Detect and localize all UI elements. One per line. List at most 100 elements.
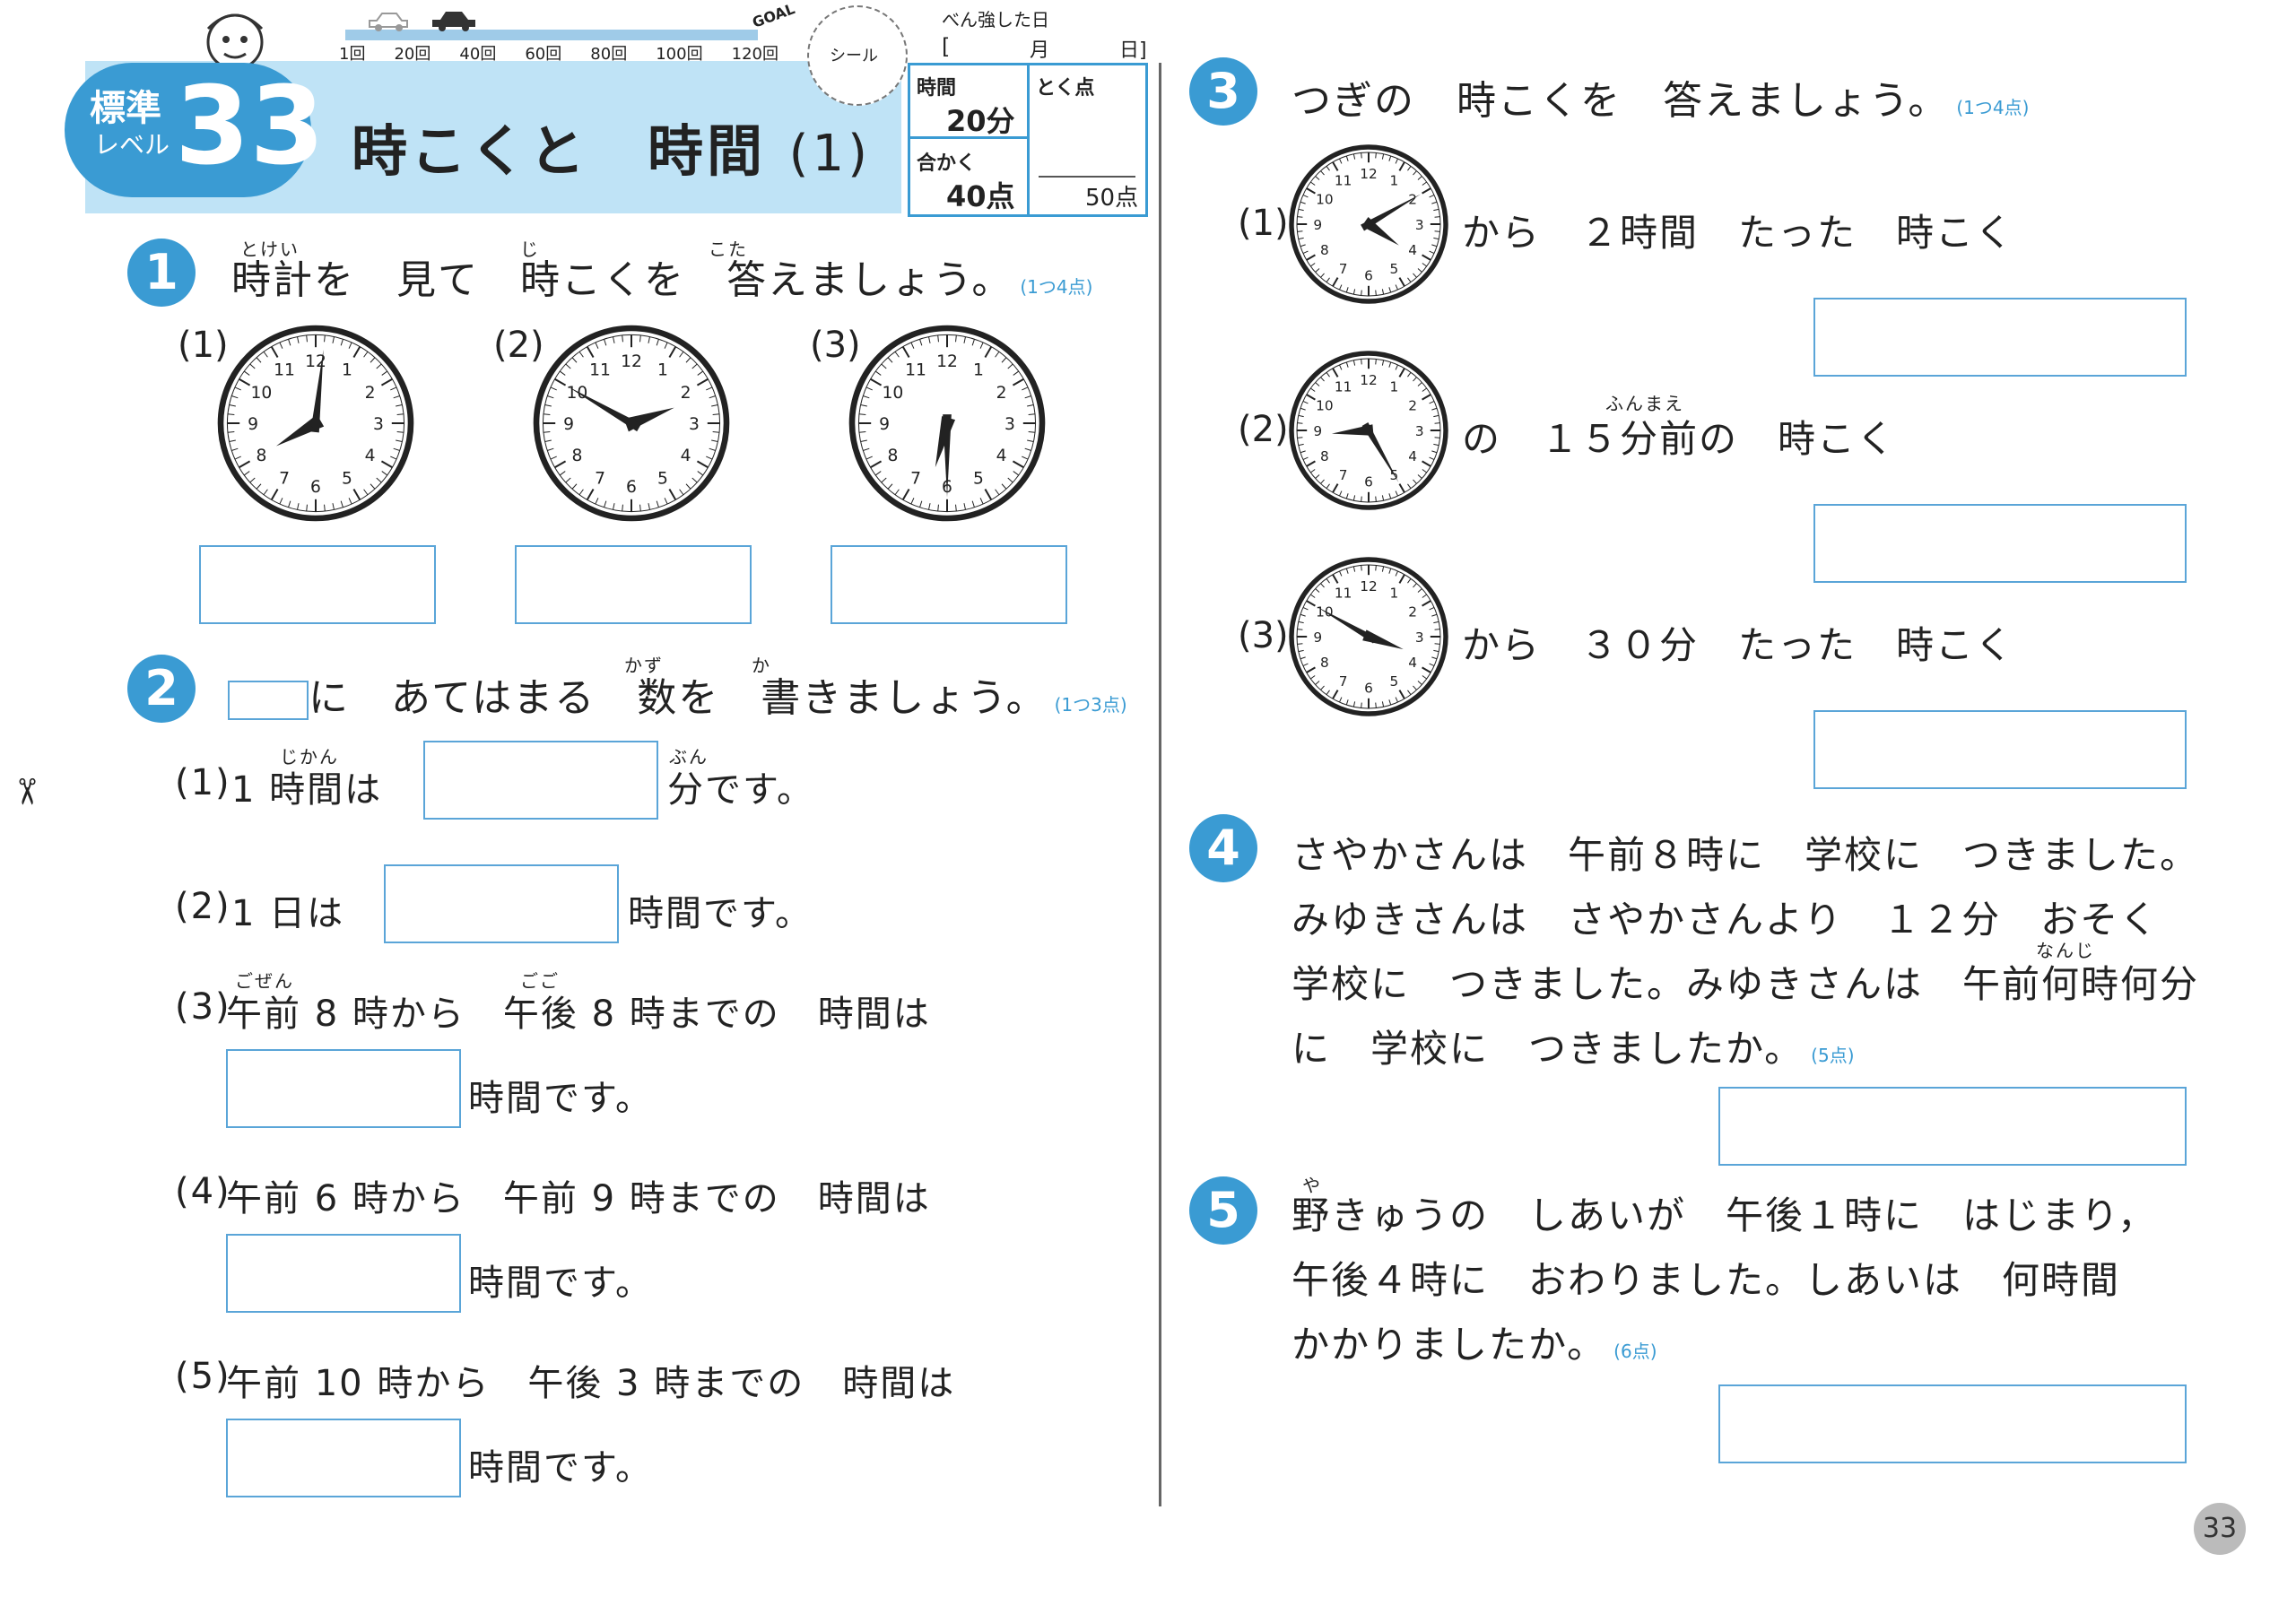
question-line: さやかさんは 午前８時に 学校に つきました。 [1292, 833, 2200, 877]
clock-tick [1361, 565, 1362, 571]
question-line: 学校に つきました。みゆきさんは 午前何時何分 [1292, 962, 2200, 1006]
progress-label: 40回 [459, 45, 497, 64]
clock-tick [1417, 588, 1422, 593]
clock-tick [1320, 685, 1325, 690]
level-badge-top: 標準 [90, 88, 161, 129]
clock-tick [571, 483, 578, 490]
clock-tick [1417, 268, 1422, 273]
clock-tick [1332, 368, 1339, 378]
minute-hand [567, 386, 642, 432]
clock-tick [1001, 357, 1007, 363]
answer-box[interactable] [1813, 298, 2187, 377]
clock-tick [863, 447, 870, 451]
clock-tick [1013, 370, 1020, 376]
clock-tick [1422, 394, 1431, 401]
clock-tick [1315, 681, 1320, 685]
clock-tick [613, 336, 615, 343]
answer-box[interactable] [384, 864, 619, 943]
clock-tick [1375, 565, 1377, 571]
clock-tick [1434, 422, 1440, 424]
item-label: (4) [175, 1171, 231, 1212]
answer-box[interactable] [1813, 504, 2187, 583]
answer-box[interactable] [831, 545, 1067, 624]
answer-box[interactable] [226, 1049, 461, 1128]
clock-label: (1) [178, 325, 229, 366]
clock-numeral: 4 [1408, 655, 1417, 671]
clock-tick [1417, 681, 1422, 685]
score-label: とく点 [1036, 77, 1095, 100]
answer-box[interactable] [226, 1234, 461, 1313]
points: (1つ4点) [1020, 276, 1093, 298]
level-badge [65, 63, 311, 197]
clock-tick [622, 334, 623, 343]
clock-tick [656, 339, 659, 346]
clock-tick [1022, 456, 1029, 460]
item-text: から ３０分 たった 時こく [1462, 623, 2015, 667]
answer-box[interactable] [515, 545, 752, 624]
clock-tick [937, 504, 939, 512]
clock-tick [1395, 570, 1398, 577]
item-text: 午前 10 時から 午後 3 時までの 時間は [226, 1363, 956, 1404]
furigana: なんじ [2036, 940, 2095, 961]
item-label: (5) [175, 1356, 231, 1397]
clock-numeral: 2 [1408, 191, 1417, 207]
clock-tick [1375, 496, 1377, 502]
answer-box[interactable] [1813, 710, 2187, 789]
progress-label: 120回 [731, 45, 778, 64]
clock-tick [613, 503, 615, 510]
clock-numeral: 5 [1390, 673, 1399, 690]
clock-tick [691, 477, 698, 483]
clock-tick [971, 500, 975, 508]
clock-tick [1395, 697, 1398, 703]
clock-tick [1302, 663, 1309, 666]
clock-tick [656, 500, 659, 508]
clock-tick [1320, 377, 1325, 382]
clock-tick [1398, 161, 1405, 171]
answer-box[interactable] [199, 545, 436, 624]
clock-tick [1345, 287, 1349, 293]
clock-numeral: 10 [1316, 191, 1333, 207]
clock-numeral: 10 [883, 384, 904, 403]
answer-box[interactable] [423, 741, 658, 820]
clock-numeral: 7 [1339, 261, 1348, 277]
points: (1つ3点) [1054, 694, 1127, 716]
clock-tick [1398, 368, 1405, 378]
item-text: 1 日は [231, 893, 345, 934]
clock-tick [1345, 699, 1349, 706]
clock-tick [1381, 566, 1385, 572]
clock-tick [1398, 690, 1405, 699]
clock-numeral: 3 [1415, 423, 1424, 439]
clock-tick [1300, 656, 1306, 660]
points: (5点) [1811, 1045, 1855, 1066]
clock-tick [324, 334, 326, 343]
clock-tick [622, 504, 623, 512]
question-text-body: かかりましたか。 [1292, 1323, 1607, 1367]
clock-numeral: 8 [1320, 655, 1329, 671]
clock-numeral: 8 [256, 447, 266, 465]
answer-box[interactable] [1718, 1384, 2187, 1463]
clock-numeral: 4 [1408, 242, 1417, 258]
clock-tick [1417, 474, 1422, 479]
question-line: みゆきさんは さやかさんより １２分 おそく [1292, 898, 2160, 942]
answer-box[interactable] [226, 1419, 461, 1497]
answer-box[interactable] [1718, 1087, 2187, 1166]
clock-tick [1407, 166, 1412, 171]
clock-label: (3) [1238, 615, 1289, 656]
clock-tick [919, 339, 923, 346]
clock-tick [306, 504, 308, 512]
question-text-body: に あてはまる [309, 675, 638, 721]
clock-inner-ring [1296, 152, 1441, 297]
points: (6点) [1613, 1341, 1657, 1362]
clock-tick [239, 378, 251, 386]
clock-numeral: 7 [1339, 467, 1348, 483]
clock-tick [1417, 382, 1422, 386]
clock-numeral: 10 [567, 384, 588, 403]
clock-tick [559, 370, 566, 376]
clock-tick [1381, 153, 1385, 160]
clock-tick [1422, 187, 1431, 195]
clock-tick [865, 386, 873, 391]
clock-tick [1429, 456, 1435, 460]
clock-tick [696, 460, 709, 469]
